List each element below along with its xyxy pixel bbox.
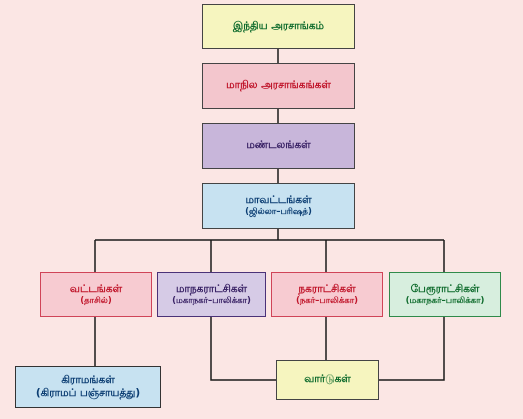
node-villages: கிராமங்கள் (கிராமப் பஞ்சாயத்து) — [15, 366, 161, 408]
node-title: வார்டுகள் — [304, 373, 351, 386]
node-title: வட்டங்கள் — [69, 282, 123, 295]
node-subtitle: (ஜில்லா–பரிஷத்) — [245, 207, 312, 218]
node-title: மண்டலங்கள் — [246, 139, 311, 152]
connector-corporation-wards — [210, 317, 276, 381]
connector-town-wards — [379, 317, 445, 381]
node-subtitle: (கிராமப் பஞ்சாயத்து) — [35, 387, 141, 399]
node-town-panchayats: பேரூராட்சிகள் (மகாநகர்–பாலிக்கா) — [389, 272, 501, 317]
node-title: மாவட்டங்கள் — [245, 194, 312, 207]
node-title: மாநில அரசாங்கங்கள் — [226, 79, 331, 92]
node-taluks: வட்டங்கள் (தாசில்) — [40, 272, 152, 317]
node-central-government: இந்திய அரசாங்கம் — [202, 4, 355, 49]
node-municipalities: நகராட்சிகள் (நகர்–பாலிக்கா) — [271, 272, 383, 317]
node-title: இந்திய அரசாங்கம் — [233, 19, 324, 32]
node-districts: மாவட்டங்கள் (ஜில்லா–பரிஷத்) — [202, 183, 355, 229]
node-subtitle: (மகாநகர்–பாலிக்கா) — [172, 295, 251, 306]
node-title: மாநகராட்சிகள் — [175, 282, 248, 295]
node-corporations: மாநகராட்சிகள் (மகாநகர்–பாலிக்கா) — [157, 272, 266, 317]
node-title: கிராமங்கள் — [61, 373, 115, 386]
node-subtitle: (தாசில்) — [80, 295, 112, 306]
node-subtitle: (நகர்–பாலிக்கா) — [295, 295, 359, 306]
node-title: பேரூராட்சிகள் — [410, 282, 480, 295]
node-divisions: மண்டலங்கள் — [202, 123, 355, 169]
node-subtitle: (மகாநகர்–பாலிக்கா) — [405, 295, 485, 306]
node-wards: வார்டுகள் — [276, 360, 379, 400]
node-title: நகராட்சிகள் — [298, 282, 356, 295]
node-state-governments: மாநில அரசாங்கங்கள் — [202, 63, 355, 109]
